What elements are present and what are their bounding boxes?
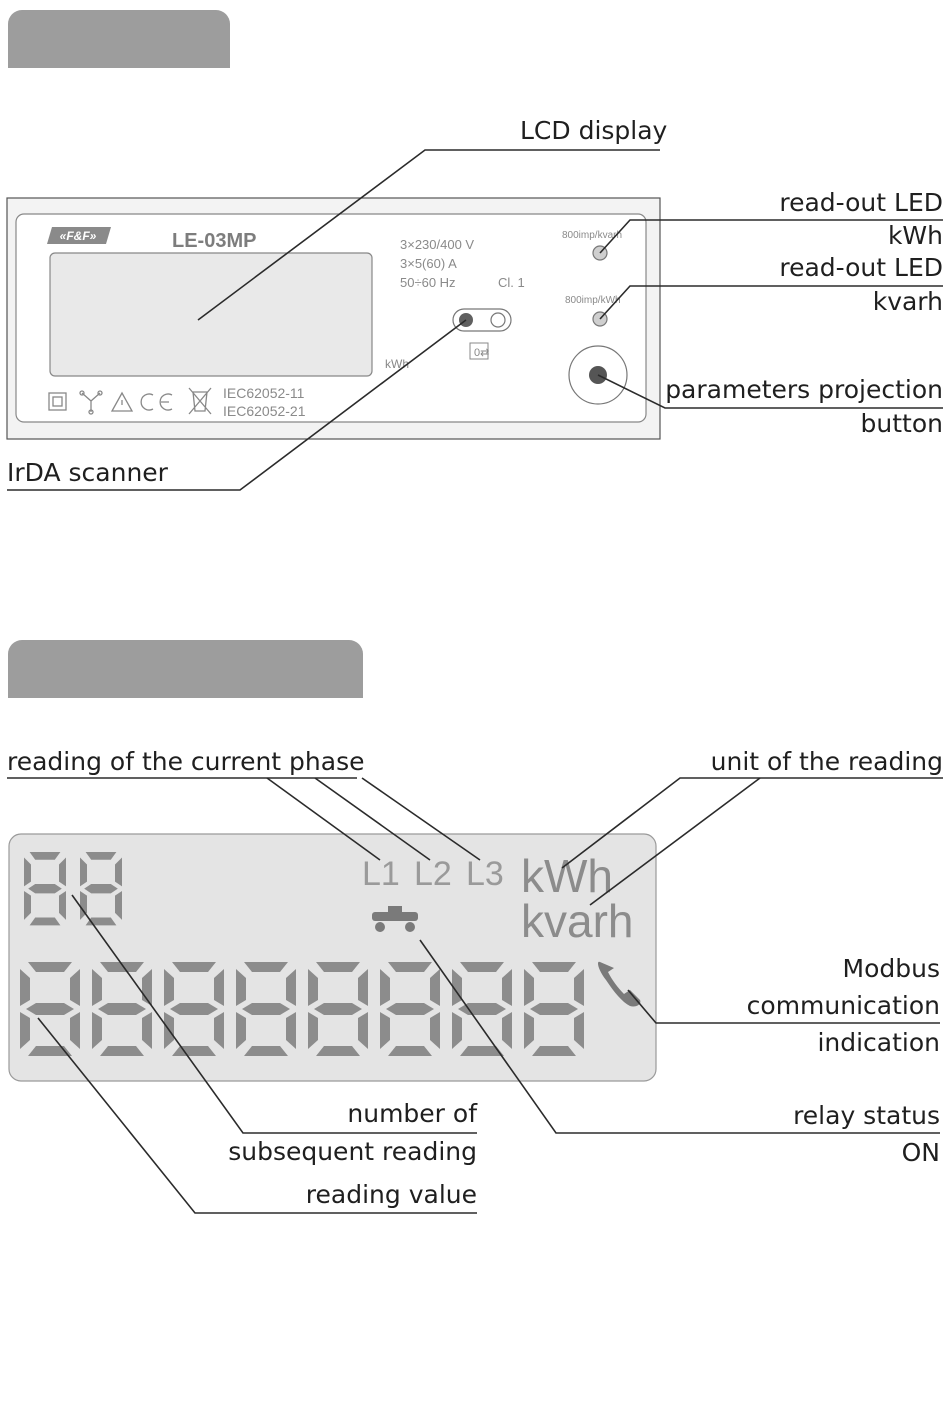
callout-number-line1: number of	[347, 1099, 477, 1128]
leader-modbus	[627, 989, 940, 1024]
leader-phase-l3	[361, 777, 481, 861]
callout-led-kwh-line2: kWh	[887, 221, 943, 250]
callout-relay-line1: relay status	[793, 1101, 940, 1130]
spec-current: 3×5(60) A	[400, 256, 457, 271]
callout-param-button-line2: button	[860, 409, 943, 438]
led-kvarh-label: 800imp/kvarh	[562, 230, 622, 241]
leader-led-kwh	[599, 219, 943, 254]
callout-led-kvarh-line2: kvarh	[872, 287, 943, 316]
brand-logo	[47, 227, 111, 244]
warning-icon	[110, 391, 134, 412]
phase-l1: L1	[362, 855, 400, 893]
phase-l2: L2	[414, 855, 452, 893]
callout-number-line2: subsequent reading	[228, 1137, 477, 1166]
section-tab-bottom	[8, 640, 363, 698]
callout-modbus-line1: Modbus	[842, 954, 940, 983]
phase-l3: L3	[466, 855, 504, 893]
led-kwh-label: 800imp/kWh	[565, 295, 621, 306]
callout-reading-value: reading value	[305, 1180, 477, 1209]
leader-lcd	[197, 149, 660, 321]
model-name: LE-03MP	[172, 230, 256, 252]
double-insulation-icon	[48, 392, 67, 411]
brand-logo-text: «F&F»	[60, 229, 97, 243]
leader-led-kvarh	[599, 285, 943, 320]
leader-unit-kwh	[561, 777, 943, 869]
ir-symbol-text: 0⇄	[474, 347, 489, 359]
leader-param-button	[597, 374, 943, 409]
callout-relay-line2: ON	[901, 1138, 940, 1167]
leader-irda	[7, 319, 467, 491]
callout-led-kvarh-line1: read-out LED	[779, 253, 943, 282]
spec-frequency: 50÷60 Hz	[400, 275, 456, 290]
weee-icon	[188, 387, 212, 415]
modbus-phone-icon	[598, 961, 641, 1007]
callout-lcd-display: LCD display	[520, 116, 668, 145]
section-tab-top	[8, 10, 230, 68]
callout-modbus-line2: communication	[746, 991, 940, 1020]
callout-param-button-line1: parameters projection	[665, 375, 943, 404]
callout-led-kwh-line1: read-out LED	[779, 188, 943, 217]
leader-value	[37, 1017, 477, 1214]
ce-mark-icon	[140, 393, 173, 411]
standard-1: IEC62052-11	[223, 385, 305, 401]
leader-phase-l1	[266, 777, 381, 861]
callout-modbus-line3: indication	[817, 1028, 940, 1057]
accuracy-class: Cl. 1	[498, 275, 525, 290]
callout-unit-reading: unit of the reading	[710, 747, 943, 776]
leader-phase-l2	[314, 777, 431, 861]
ir-symbol-icon	[469, 342, 489, 360]
lcd-window	[49, 252, 373, 377]
leader-unit-kvarh	[589, 777, 761, 906]
certification-icons	[48, 387, 212, 415]
irda-receiver	[490, 312, 506, 328]
standard-2: IEC62052-21	[223, 403, 306, 419]
callout-current-phase: reading of the current phase	[7, 747, 365, 776]
leader-relay	[419, 939, 940, 1134]
relay-icon	[372, 906, 418, 932]
spec-voltage: 3×230/400 V	[400, 237, 474, 252]
unit-kwh-segment: kWh	[521, 850, 613, 902]
leader-number	[71, 894, 477, 1134]
unit-kvarh-segment: kvarh	[521, 895, 633, 947]
callout-irda-scanner: IrDA scanner	[7, 458, 168, 487]
